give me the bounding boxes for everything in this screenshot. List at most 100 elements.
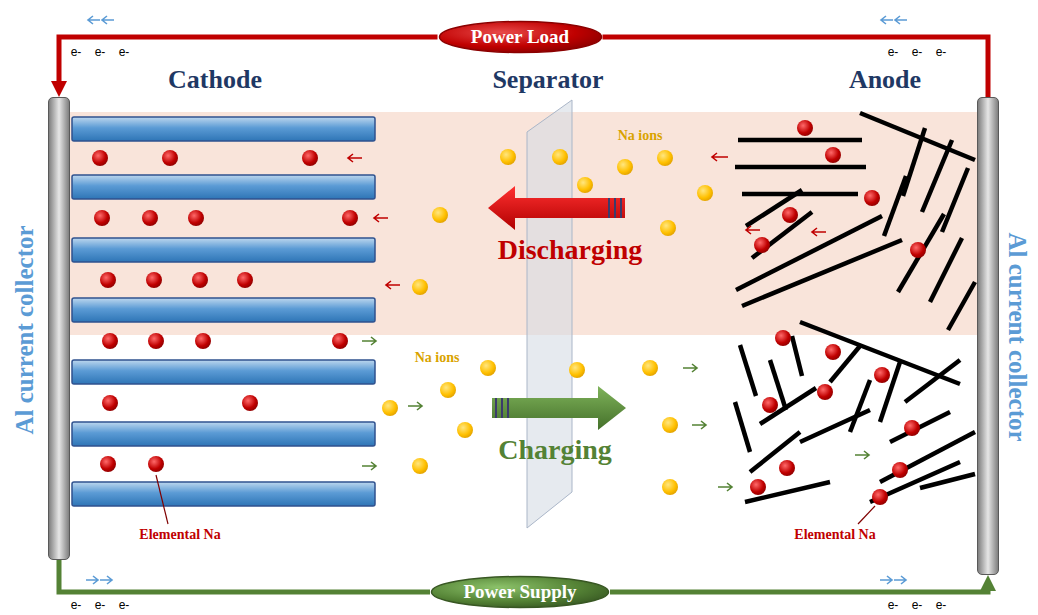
direction-arrow	[386, 281, 400, 289]
ellipse-shape	[439, 22, 601, 53]
process-label: Charging	[498, 434, 612, 466]
sodium-atom	[762, 397, 778, 413]
cathode-layer	[72, 360, 375, 384]
electron-label: e-	[912, 46, 923, 60]
node-label: Power Supply	[463, 581, 576, 603]
direction-arrow	[86, 576, 98, 584]
carbon-sheet	[735, 165, 866, 170]
electron-label: e-	[95, 599, 106, 613]
sodium-ion	[412, 279, 428, 295]
sodium-ion	[662, 417, 678, 433]
part-heading: Cathode	[168, 65, 262, 95]
direction-arrow	[88, 16, 100, 24]
electron-label: e-	[119, 599, 130, 613]
electron-label: e-	[71, 599, 82, 613]
arrow-stripe	[501, 398, 503, 418]
sodium-atom	[237, 272, 253, 288]
cathode-layer	[72, 117, 375, 141]
discharge-band	[70, 112, 977, 335]
sodium-atom	[332, 333, 348, 349]
carbon-sheet	[942, 168, 968, 232]
sodium-atom	[910, 242, 926, 258]
wire-connector	[603, 37, 989, 97]
cathode-layer	[72, 175, 375, 199]
sodium-atom	[874, 367, 890, 383]
direction-arrow	[362, 337, 376, 345]
carbon-sheet	[922, 140, 952, 212]
direction-arrow	[718, 483, 732, 491]
sodium-atom	[892, 462, 908, 478]
direction-arrow	[100, 576, 112, 584]
sodium-atom	[779, 460, 795, 476]
electron-label: e-	[888, 46, 899, 60]
sodium-atom	[817, 384, 833, 400]
direction-arrow	[348, 154, 362, 162]
sodium-atom	[825, 344, 841, 360]
electron-label: e-	[71, 46, 82, 60]
sodium-atom	[195, 333, 211, 349]
callout-label: Elemental Na	[139, 527, 220, 543]
direction-arrow	[102, 16, 114, 24]
electron-label: e-	[912, 599, 923, 613]
leader-line	[156, 475, 168, 524]
sodium-ion	[577, 177, 593, 193]
process-label: Discharging	[498, 234, 643, 266]
direction-arrow	[895, 16, 907, 24]
carbon-sheet	[850, 380, 870, 432]
part-heading: Separator	[492, 65, 603, 95]
carbon-sheet	[890, 412, 950, 442]
direction-arrow	[362, 462, 376, 470]
part-heading: Anode	[849, 65, 921, 95]
carbon-sheet	[735, 402, 750, 452]
cathode-layer	[72, 422, 375, 446]
carbon-sheet	[903, 128, 925, 196]
carbon-sheet	[738, 138, 862, 143]
sodium-atom	[904, 420, 920, 436]
sodium-atom	[146, 272, 162, 288]
ion-label: Na ions	[618, 128, 663, 144]
arrow-stripe	[614, 198, 616, 218]
direction-arrow	[374, 214, 388, 222]
carbon-sheet	[760, 388, 816, 424]
direction-arrow	[712, 153, 728, 161]
sodium-atom	[162, 150, 178, 166]
cathode-layer	[72, 482, 375, 506]
node-label: Power Load	[471, 26, 569, 48]
sodium-atom	[242, 395, 258, 411]
carbon-sheet	[800, 322, 960, 384]
sodium-atom	[797, 120, 813, 136]
carbon-sheet	[898, 214, 944, 292]
wire-connector	[610, 587, 988, 592]
sodium-atom	[92, 150, 108, 166]
carbon-sheet	[930, 238, 962, 302]
direction-arrow	[812, 228, 826, 236]
sodium-atom	[102, 395, 118, 411]
carbon-sheet	[792, 336, 802, 376]
carbon-sheet	[746, 190, 802, 226]
carbon-sheet	[752, 212, 812, 258]
sodium-atom	[775, 330, 791, 346]
electron-label: e-	[936, 599, 947, 613]
direction-arrow	[692, 421, 706, 429]
sodium-ion	[382, 400, 398, 416]
sodium-atom	[750, 479, 766, 495]
sodium-ion	[660, 220, 676, 236]
sodium-atom	[148, 333, 164, 349]
ion-label: Na ions	[415, 350, 460, 366]
sodium-atom	[864, 190, 880, 206]
charging-arrow	[492, 386, 626, 430]
electron-label: e-	[119, 46, 130, 60]
current-collector: Al current collector	[48, 97, 70, 560]
current-collector: Al current collector	[977, 97, 999, 575]
electron-label: e-	[95, 46, 106, 60]
carbon-sheet	[948, 282, 975, 330]
sodium-ion	[569, 362, 585, 378]
sodium-ion	[457, 422, 473, 438]
sodium-atom	[754, 237, 770, 253]
sodium-ion	[412, 458, 428, 474]
callout-label: Elemental Na	[794, 527, 875, 543]
electron-label: e-	[888, 599, 899, 613]
cathode-layer	[72, 238, 375, 262]
